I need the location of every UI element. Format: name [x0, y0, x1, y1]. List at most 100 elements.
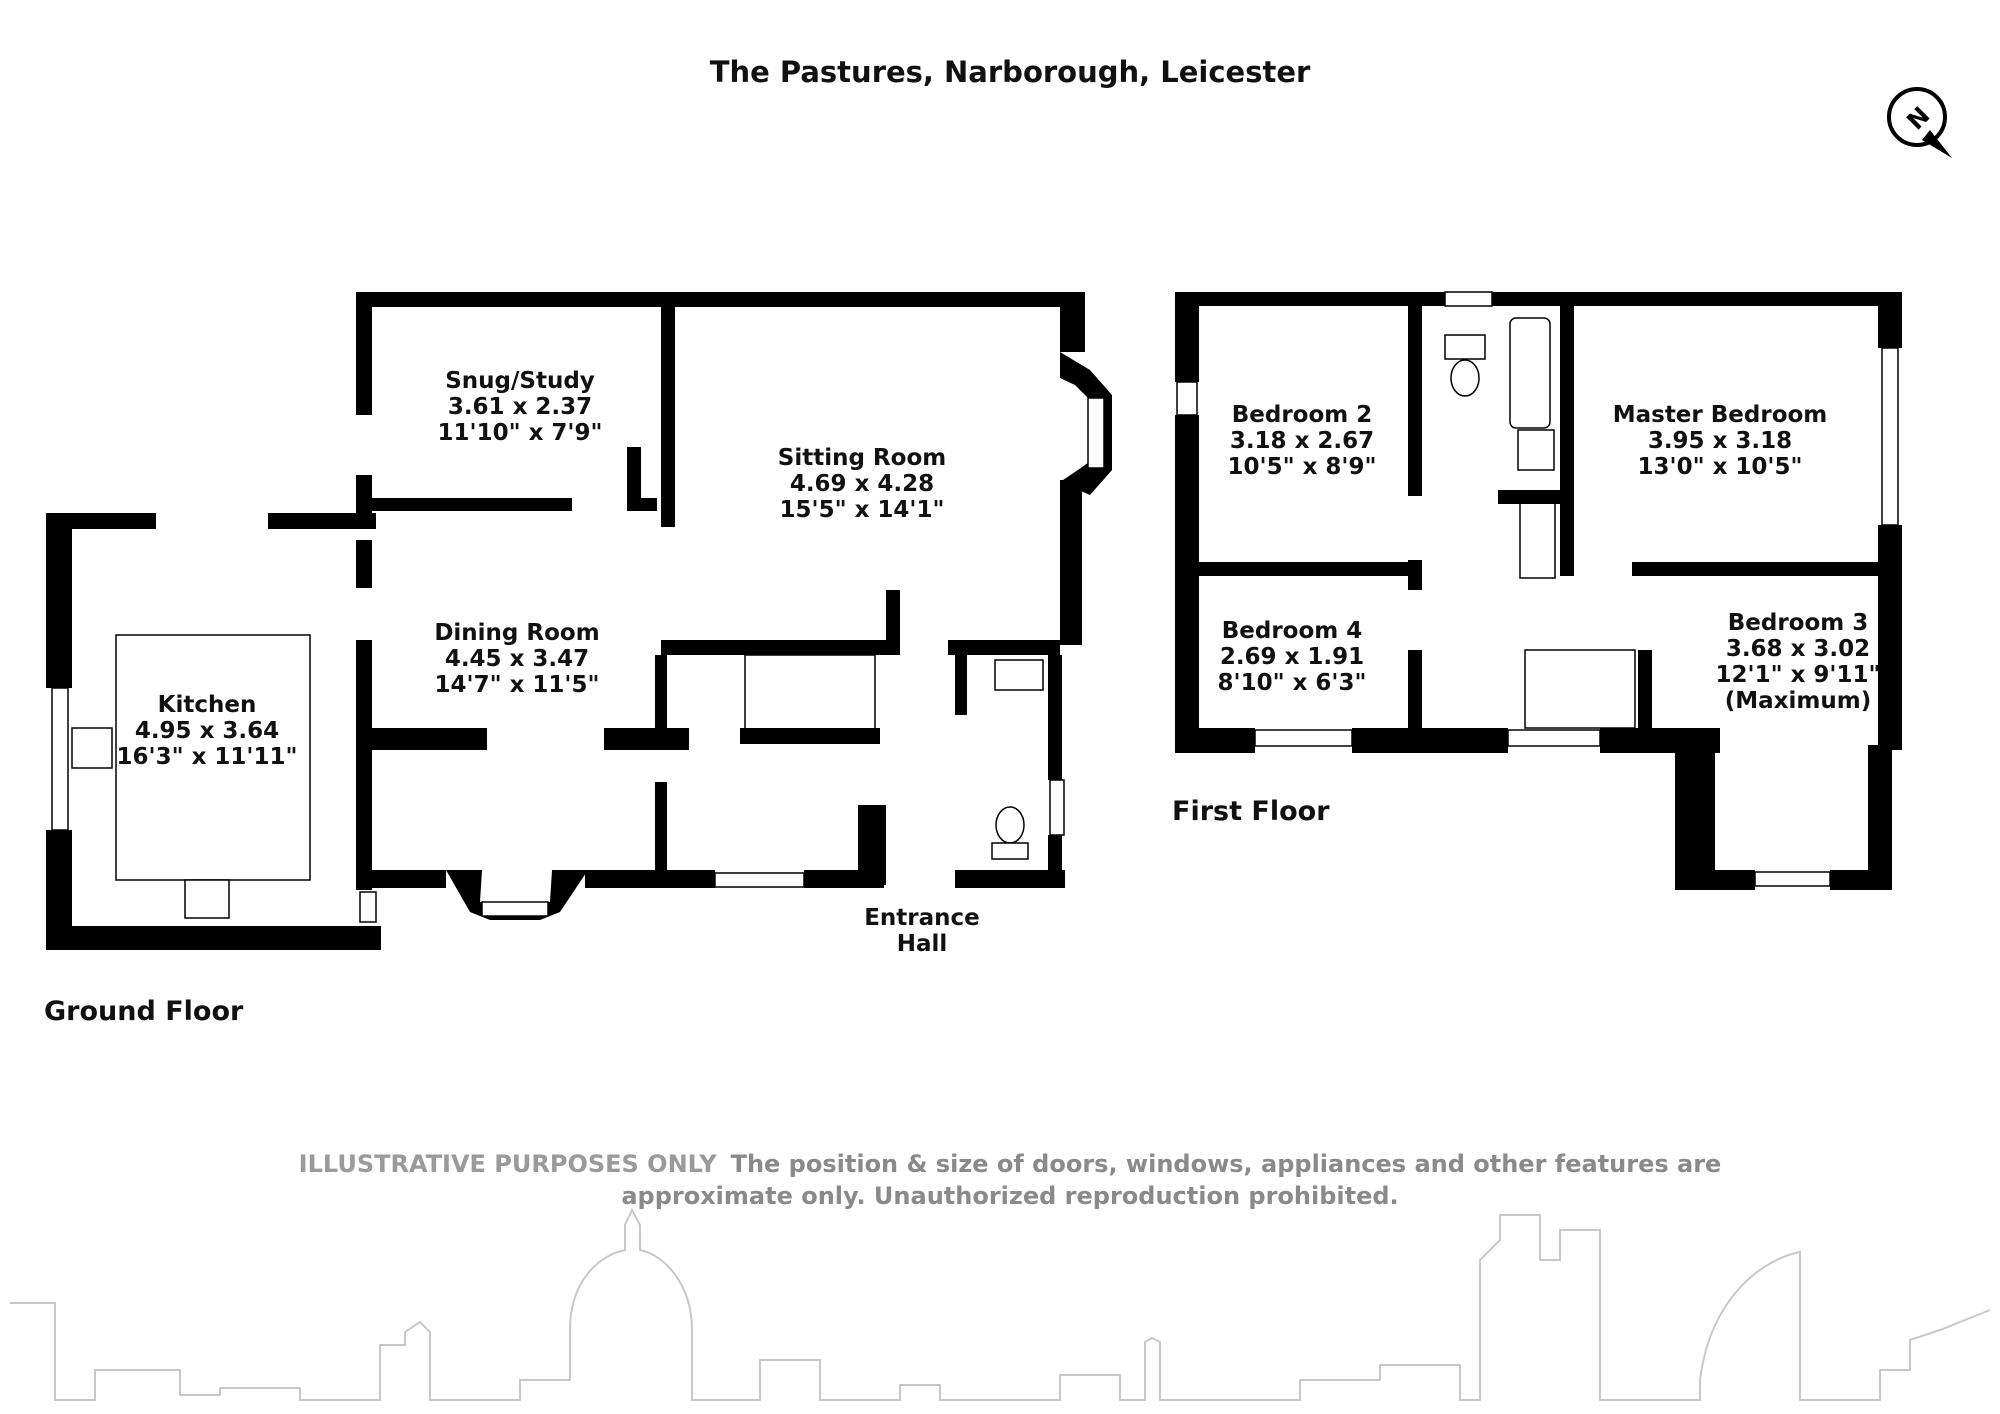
city-skyline-watermark [10, 1207, 1991, 1401]
ground-floor-plan [46, 292, 1112, 950]
wall [268, 513, 376, 529]
room-label-master-bedroom: Master Bedroom 3.95 x 3.18 13'0" x 10'5" [1613, 402, 1828, 480]
staircase [744, 654, 876, 731]
sink-icon [71, 727, 113, 769]
room-imperial-size: 13'0" x 10'5" [1638, 454, 1803, 480]
wall [1199, 562, 1419, 576]
room-metric-size: 4.45 x 3.47 [445, 646, 589, 672]
wall [740, 728, 880, 744]
window [1049, 779, 1065, 836]
window [714, 872, 805, 888]
room-label-kitchen: Kitchen 4.95 x 3.64 16'3" x 11'11" [117, 692, 298, 770]
wall [1408, 560, 1422, 590]
room-label-bedroom-4: Bedroom 4 2.69 x 1.91 8'10" x 6'3" [1218, 618, 1367, 696]
window [1087, 397, 1105, 469]
room-name: Snug/Study [445, 368, 595, 394]
wall [356, 475, 372, 520]
disclaimer-line-2: approximate only. Unauthorized reproduct… [621, 1182, 1398, 1210]
wall [1175, 415, 1199, 753]
window [481, 901, 549, 917]
room-imperial-size: 10'5" x 8'9" [1228, 454, 1377, 480]
wall [1498, 490, 1560, 504]
wall [1868, 745, 1892, 890]
wall [356, 292, 372, 415]
wall [655, 782, 667, 872]
toilet-icon [1450, 359, 1480, 397]
toilet-cistern [1444, 334, 1486, 360]
room-label-dining: Dining Room 4.45 x 3.47 14'7" x 11'5" [434, 620, 599, 698]
room-name: Bedroom 4 [1222, 618, 1363, 644]
wall [46, 513, 156, 529]
wall [1175, 292, 1199, 382]
wall [886, 590, 900, 655]
room-label-entrance-hall: Entrance Hall [864, 905, 980, 957]
ground-floor-label: Ground Floor [44, 996, 244, 1027]
toilet-icon [995, 806, 1025, 844]
wall [661, 307, 675, 527]
room-name: Hall [897, 931, 948, 957]
bath-icon [1509, 317, 1551, 429]
room-metric-size: 3.95 x 3.18 [1648, 428, 1792, 454]
wall [46, 513, 72, 688]
window [1176, 381, 1198, 416]
hob-icon [184, 879, 230, 919]
basin-icon [1517, 429, 1555, 471]
room-metric-size: 2.69 x 1.91 [1220, 644, 1364, 670]
window [51, 687, 69, 831]
room-label-bedroom-3: Bedroom 3 3.68 x 3.02 12'1" x 9'11" (Max… [1716, 610, 1881, 714]
wall [1632, 562, 1878, 576]
room-label-sitting: Sitting Room 4.69 x 4.28 15'5" x 14'1" [778, 445, 946, 523]
airing-cupboard [1519, 497, 1556, 579]
room-imperial-size: 8'10" x 6'3" [1218, 670, 1367, 696]
room-name: Master Bedroom [1613, 402, 1828, 428]
window [1254, 729, 1353, 747]
page-title: The Pastures, Narborough, Leicester [710, 55, 1311, 89]
wall [948, 640, 1060, 655]
wall [356, 640, 372, 890]
room-metric-size: 4.69 x 4.28 [790, 471, 934, 497]
wall [1060, 480, 1082, 645]
wall [661, 640, 891, 655]
room-name: Entrance [864, 905, 980, 931]
room-name: Dining Room [434, 620, 599, 646]
room-imperial-size: 11'10" x 7'9" [438, 420, 603, 446]
wall [1060, 292, 1085, 352]
wall [1492, 292, 1902, 306]
basin-icon [994, 659, 1044, 691]
wall [655, 655, 667, 740]
room-metric-size: 4.95 x 3.64 [135, 718, 279, 744]
wall [1638, 650, 1652, 730]
wall [372, 728, 487, 750]
wall [46, 926, 381, 950]
disclaimer-text: The position & size of doors, windows, a… [731, 1150, 1722, 1178]
window [1881, 347, 1899, 526]
wall [858, 805, 886, 885]
wall [356, 870, 446, 888]
wall [675, 292, 1085, 307]
window [1754, 871, 1831, 887]
wall [356, 540, 372, 588]
wall [1175, 292, 1445, 306]
room-name: Kitchen [158, 692, 257, 718]
wall [955, 655, 967, 715]
first-floor-label: First Floor [1172, 796, 1330, 827]
wall [1675, 870, 1755, 890]
window [1444, 291, 1493, 307]
wall [1352, 728, 1508, 753]
wall [1675, 728, 1715, 888]
wall [1048, 835, 1062, 885]
compass-letter: N [1901, 101, 1935, 135]
window [359, 891, 377, 923]
wall [1175, 728, 1255, 753]
room-name: Bedroom 2 [1232, 402, 1373, 428]
room-imperial-size: 12'1" x 9'11" [1716, 662, 1881, 688]
wall [1560, 306, 1574, 576]
room-imperial-size: 15'5" x 14'1" [780, 497, 945, 523]
room-imperial-size: 14'7" x 11'5" [435, 672, 600, 698]
wall [372, 498, 572, 511]
wall [1408, 650, 1422, 730]
wall [604, 728, 689, 750]
window [1507, 729, 1601, 747]
